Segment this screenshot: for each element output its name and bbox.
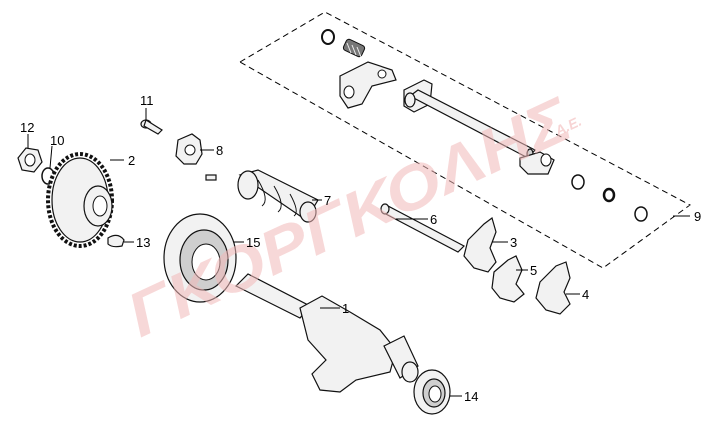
nut-part-12 [17,147,43,173]
shift-drum-part-7 [237,169,319,223]
callout-2: 2 [128,153,135,168]
callout-8: 8 [216,143,223,158]
callout-14: 14 [464,389,478,404]
callout-15: 15 [246,235,260,250]
fork-part-5 [491,255,525,303]
callout-6: 6 [430,212,437,227]
pin [205,174,217,181]
rod-part-6 [380,203,466,253]
leader-lines [27,108,580,397]
bearing-part-14 [413,369,451,415]
bolt-part-11 [140,119,163,135]
callout-10: 10 [50,133,64,148]
spring [342,38,366,58]
group-box-part-9 [239,11,691,269]
shift-shaft [408,89,536,159]
shift-lever-plate [339,61,397,109]
gear-part-2 [46,152,114,248]
washer-a [571,174,585,190]
callout-4: 4 [582,287,589,302]
callout-1: 1 [342,301,349,316]
main-shaft-part-1 [234,273,419,393]
circlip-top [321,29,335,45]
bearing-part-15 [163,213,237,303]
fork-part-3 [463,216,497,273]
callout-5: 5 [530,263,537,278]
callout-7: 7 [324,193,331,208]
callout-3: 3 [510,235,517,250]
circlip-a [602,187,616,203]
callout-12: 12 [20,120,34,135]
callout-13: 13 [136,235,150,250]
callout-9: 9 [694,209,701,224]
fork-part-4 [535,261,571,315]
callout-11: 11 [140,93,154,108]
key-part-13 [107,234,125,248]
washer-b [634,206,648,222]
